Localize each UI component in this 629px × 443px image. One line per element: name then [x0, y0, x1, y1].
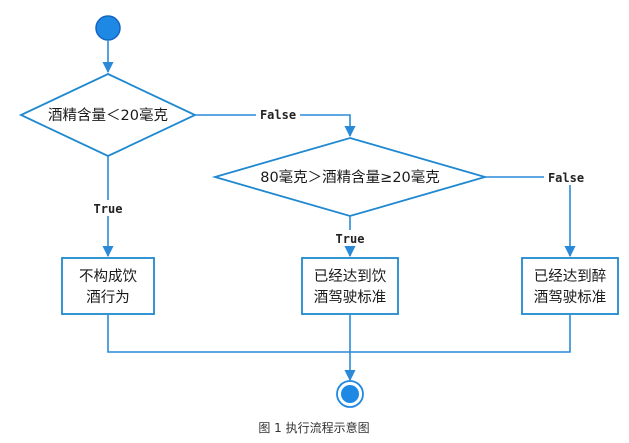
edge-label-bg-d2-false [544, 169, 588, 185]
edge-right-to-merge [350, 314, 571, 353]
edge-label-bg-d1-true [90, 200, 126, 216]
edge-left-to-merge [107, 314, 350, 353]
process-box-left-line2: 酒行为 [86, 289, 130, 306]
edge-label-d2-false: False [548, 171, 584, 185]
start-node [95, 15, 121, 41]
process-box-right-line2: 酒驾驶标准 [534, 289, 607, 306]
edge-label-bg-d1-false [256, 106, 300, 122]
decision-2-label: 80毫克＞酒精含量≥20毫克 [260, 168, 440, 186]
edge-decision1-false [195, 114, 356, 138]
edge-label-d2-true: True [336, 232, 365, 246]
end-node-inner [341, 385, 359, 403]
edge-label-d1-true: True [94, 202, 123, 216]
process-box-middle-line1: 已经达到饮 [314, 268, 387, 285]
process-box-left-line1: 不构成饮 [79, 268, 137, 285]
process-box-right-line1: 已经达到醉 [534, 268, 607, 285]
edge-label-d1-false: False [260, 108, 296, 122]
figure-caption: 图 1 执行流程示意图 [258, 420, 369, 435]
edge-label-bg-d2-true [332, 230, 368, 246]
process-box-middle-line2: 酒驾驶标准 [314, 289, 387, 306]
decision-1-label: 酒精含量＜20毫克 [48, 106, 168, 124]
edge-decision2-false [485, 176, 576, 258]
